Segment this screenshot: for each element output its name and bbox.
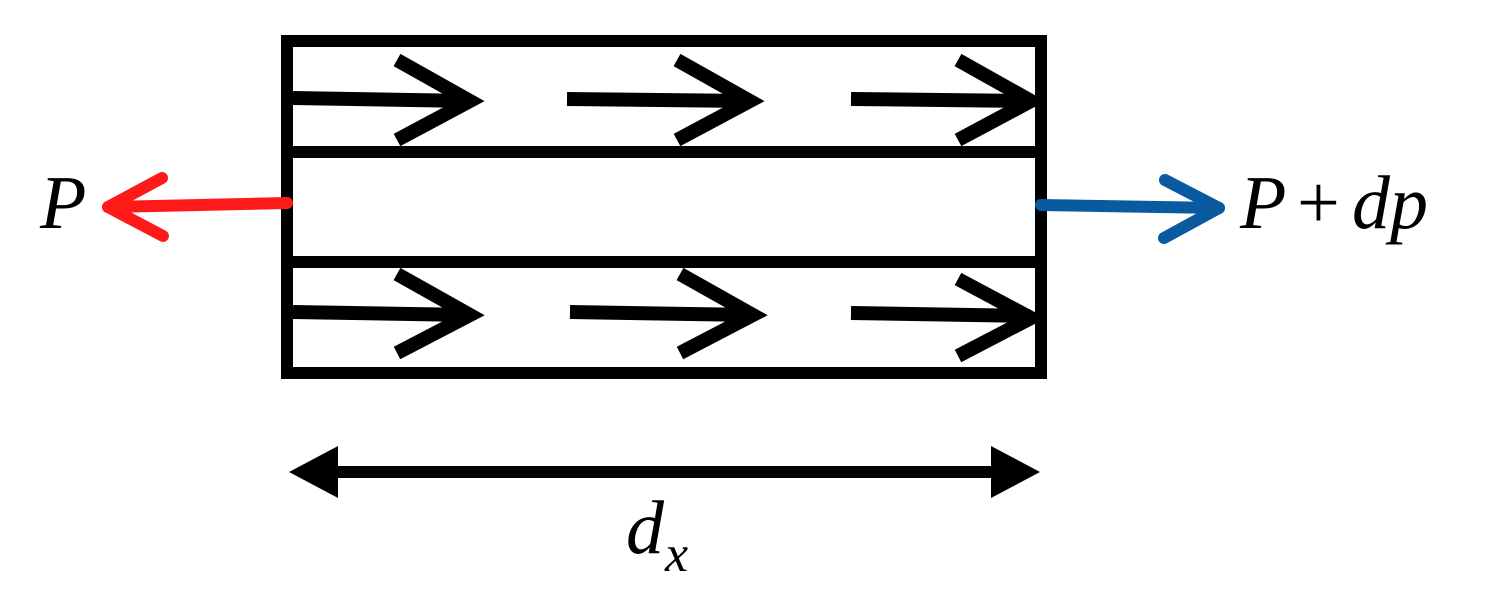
right-force-label-dp: dp — [1352, 161, 1428, 245]
left-force-arrow-icon — [102, 172, 293, 242]
length-label-d: d — [626, 486, 665, 570]
length-label: d x — [626, 486, 688, 583]
upper-flow-arrows — [292, 53, 1046, 147]
right-force-label-p: P — [1239, 161, 1286, 245]
right-force-arrow-icon — [1035, 174, 1225, 244]
flow-arrow-icon — [850, 53, 1046, 147]
right-force-label: P + dp — [1239, 161, 1428, 245]
dimension-arrow-icon — [289, 446, 1040, 498]
element-outline — [281, 35, 1047, 379]
right-force-label-plus: + — [1297, 161, 1340, 245]
flow-arrow-icon — [850, 272, 1047, 363]
flow-arrow-icon — [569, 267, 768, 360]
flow-arrow-icon — [292, 53, 485, 147]
length-label-subscript: x — [664, 526, 688, 583]
flow-arrow-icon — [292, 267, 485, 360]
lower-flow-arrows — [292, 267, 1047, 363]
flow-arrow-icon — [566, 53, 765, 147]
left-force-label: P — [39, 161, 86, 245]
